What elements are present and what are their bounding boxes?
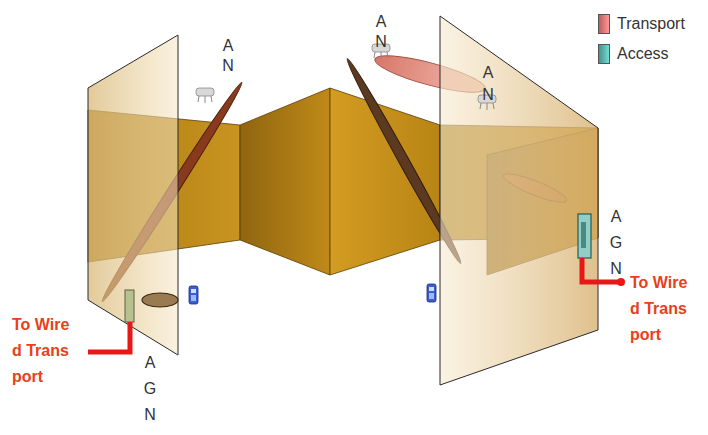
aggregation-node-icon (578, 214, 591, 258)
phone-icon (427, 284, 436, 302)
aggregation-node-label: AGN (142, 350, 158, 428)
legend-entry: Transport (598, 14, 685, 34)
legend-text: Access (617, 45, 669, 63)
legend-swatch (598, 14, 610, 34)
corridor-wall (240, 88, 330, 275)
aggregation-node-icon (125, 290, 134, 322)
wired-link (88, 322, 130, 352)
legend-entry: Access (598, 44, 669, 64)
wired-link-end (617, 278, 625, 286)
access-node-icon (196, 88, 214, 103)
phone-icon (189, 286, 198, 304)
building-panel (88, 35, 178, 355)
corridor-wall (330, 88, 440, 275)
access-node-label: AN (220, 36, 236, 76)
legend-text: Transport (617, 15, 685, 33)
access-link (142, 293, 178, 307)
access-node-label: AN (480, 62, 496, 106)
wired-transport-label: To Wired Transport (12, 312, 70, 390)
access-node-label: AN (373, 12, 389, 52)
wired-transport-label: To Wired Transport (630, 270, 688, 348)
building-panel (440, 16, 598, 385)
aggregation-node-icon (581, 222, 586, 248)
aggregation-node-label: AGN (608, 204, 624, 282)
legend-swatch (598, 44, 610, 64)
